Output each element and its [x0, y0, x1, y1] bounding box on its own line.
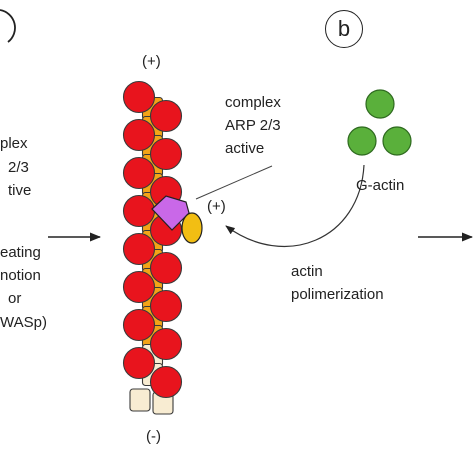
actin-filament	[122, 80, 183, 415]
filament-minus-end-label: (-)	[146, 428, 161, 445]
actin-subunit	[149, 327, 183, 361]
polymerization-arrow	[225, 164, 365, 248]
branch-plus-end-label: (+)	[207, 198, 226, 215]
actin-subunit	[149, 137, 183, 171]
arp-label-line-1: complex	[225, 94, 281, 111]
left-text-line-4: eating	[0, 244, 41, 261]
left-text-line-2: 2/3	[8, 159, 29, 176]
arp-pointer-line	[195, 165, 273, 200]
polymerization-label-line-1: actin	[291, 263, 323, 280]
left-text-line-6: or	[8, 290, 22, 307]
actin-subunit	[149, 99, 183, 133]
g-actin-monomer	[382, 126, 412, 156]
arp-label-line-2: ARP 2/3	[225, 117, 281, 134]
actin-connector	[129, 388, 151, 412]
actin-subunit	[122, 156, 156, 190]
actin-subunit	[122, 270, 156, 304]
arp-yellow-subunit	[181, 212, 203, 244]
actin-subunit	[122, 308, 156, 342]
g-actin-monomer	[347, 126, 377, 156]
left-text-line-7: WASp)	[0, 314, 47, 331]
actin-subunit	[149, 365, 183, 399]
actin-subunit	[122, 80, 156, 114]
panel-a-circle-fragment	[0, 9, 16, 43]
left-text-line-1: plex	[0, 135, 28, 152]
actin-subunit	[122, 232, 156, 266]
panel-b-label: b	[325, 10, 363, 48]
panel-b-letter: b	[337, 16, 351, 41]
actin-subunit	[149, 251, 183, 285]
actin-subunit	[122, 118, 156, 152]
polymerization-label-line-2: polimerization	[291, 286, 384, 303]
actin-subunit	[122, 194, 156, 228]
left-text-line-3: tive	[8, 182, 32, 199]
arp-complex	[151, 195, 203, 244]
g-actin-label: G-actin	[356, 177, 405, 194]
filament-plus-end-label: (+)	[142, 53, 161, 70]
g-actin-group	[347, 89, 412, 156]
actin-subunit	[122, 346, 156, 380]
actin-subunit	[149, 289, 183, 323]
g-actin-monomer	[365, 89, 395, 119]
left-text-line-5: notion	[0, 267, 41, 284]
arp-complex-shape	[151, 195, 190, 231]
arp-label-line-3: active	[225, 140, 265, 157]
